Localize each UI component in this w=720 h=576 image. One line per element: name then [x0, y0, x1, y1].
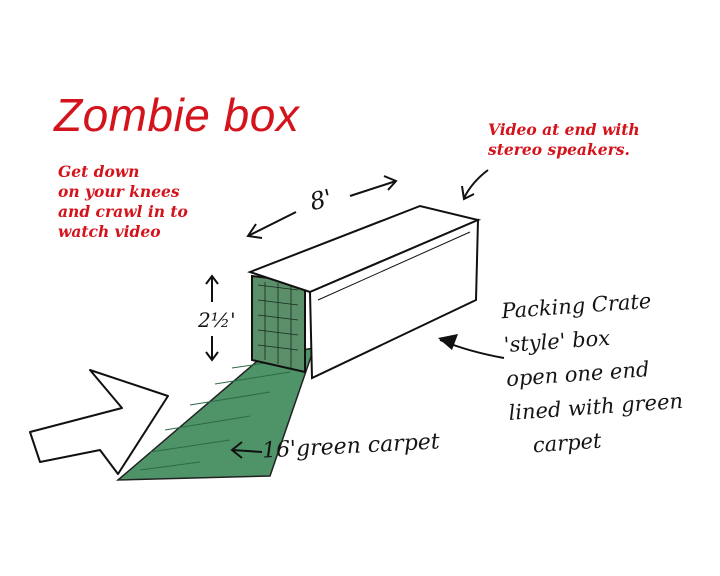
video-note: Video at end with stereo speakers. [488, 120, 640, 160]
instructions-line: Get down [58, 162, 140, 181]
box-opening-mesh [257, 282, 299, 368]
length-arrows [246, 175, 398, 239]
instructions-line: on your knees [58, 182, 180, 201]
carpet-hatching [139, 357, 301, 471]
video-note-line: Video at end with [488, 120, 640, 139]
video-note-line: stereo speakers. [488, 140, 630, 159]
instructions-line: and crawl in to [58, 202, 188, 221]
instructions-line: watch video [58, 222, 161, 241]
height-label: 2½' [198, 308, 236, 332]
carpet-pointer-arrow [231, 449, 263, 453]
diagram-title: Zombie box [54, 89, 300, 141]
crate-note: Packing Crate 'style' box open one end l… [500, 282, 686, 464]
instructions-note: Get down on your knees and crawl in to w… [58, 162, 188, 242]
box-edge [317, 231, 471, 301]
height-arrows [205, 274, 219, 362]
video-pointer-arrow [463, 169, 489, 199]
carpet-pointer-arrowhead [230, 441, 243, 459]
box-opening [251, 274, 306, 374]
entry-arrow [29, 369, 169, 475]
box-side [308, 218, 480, 380]
video-pointer-arrowhead [461, 185, 475, 201]
crate-pointer-arrowhead [438, 334, 458, 350]
